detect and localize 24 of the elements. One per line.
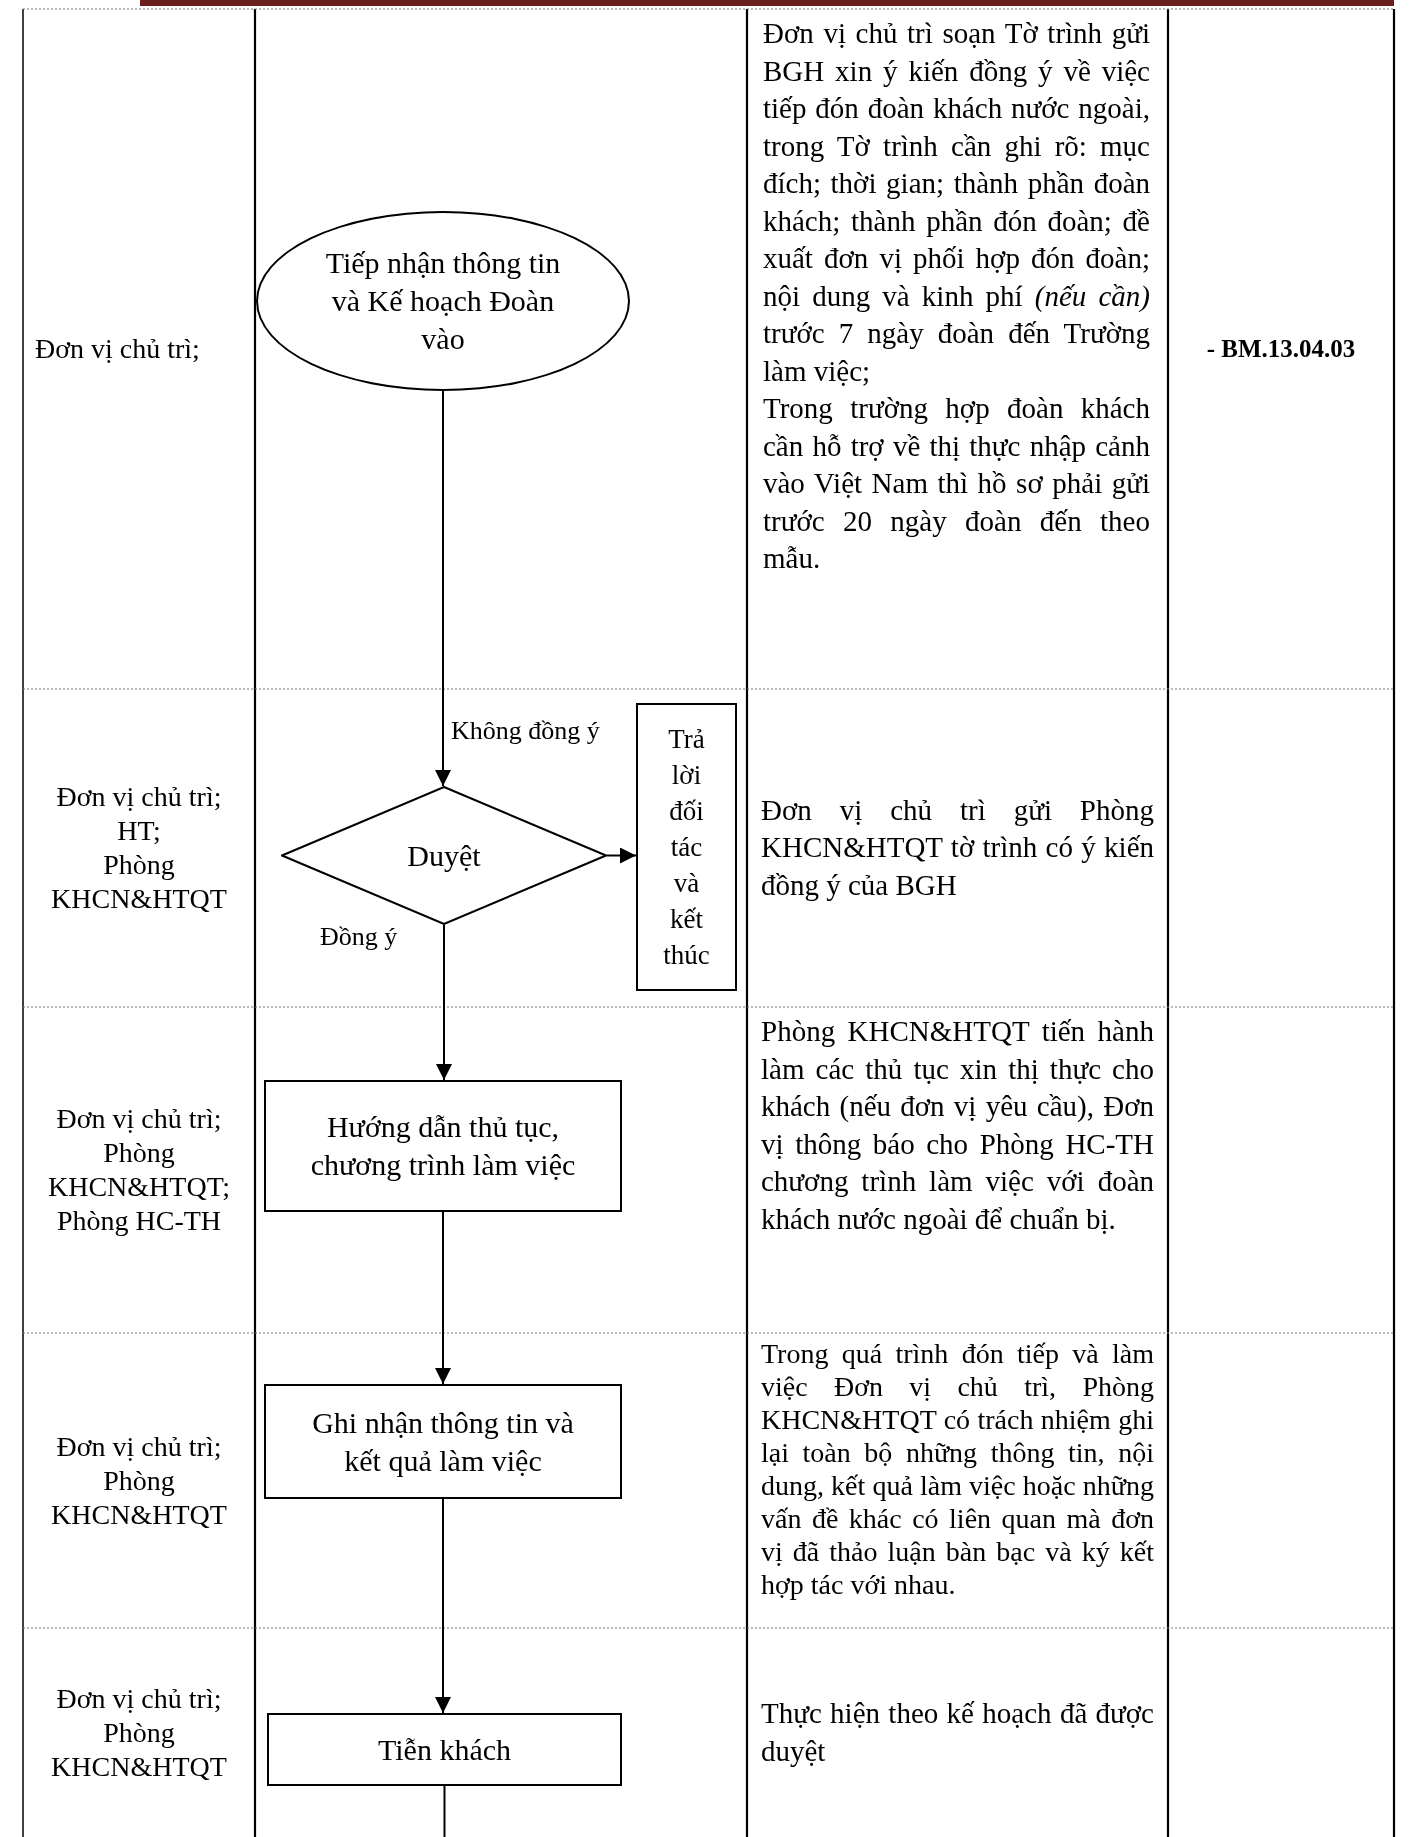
description-text: Trong quá trình đón tiếp và làm việc Đơn vị chủ trì, Phòng KHCN&HTQT có trách nhiệm ghi lại toàn bộ những thông tin, nội dung, kết quả làm việc hoặc những vấn đề khác có liên quan mà đơn vị đã thảo luận bàn bạc và ký kết hợp tác với nhau. [761, 1337, 1154, 1601]
responsible-unit-text: Đơn vị chủ trì; Phòng KHCN&HTQT; Phòng HC-TH [47, 1102, 231, 1238]
responsible-unit-text: Đơn vị chủ trì; Phòng KHCN&HTQT [50, 1429, 228, 1532]
process-box: Hướng dẫn thủ tục, chương trình làm việc [264, 1080, 622, 1212]
responsible-unit-text: Đơn vị chủ trì; [35, 332, 201, 366]
process-box: Tiễn khách [267, 1713, 622, 1786]
end-box: Trả lời đối tác và kết thúc [636, 703, 737, 991]
form-code-text: - BM.13.04.03 [1205, 334, 1357, 364]
decision-diamond: Duyệt [281, 786, 607, 925]
description-text: Thực hiện theo kế hoạch đã được duyệt [761, 1696, 1154, 1769]
arrow [435, 1498, 451, 1714]
arrow [435, 390, 451, 787]
process-box: Ghi nhận thông tin và kết quả làm việc [264, 1384, 622, 1499]
description-text: Đơn vị chủ trì gửi Phòng KHCN&HTQT tờ trình có ý kiến đồng ý của BGH [761, 792, 1154, 903]
arrow [436, 924, 452, 1081]
connector-line [443, 1785, 446, 1837]
arrow [435, 1211, 451, 1385]
description-text: Trong trường hợp đoàn khách cần hỗ trợ về thị thực nhập cảnh vào Việt Nam thì hồ sơ phải gửi trước 20 ngày đoàn đến theo mẫu. [763, 391, 1150, 576]
start-ellipse: Tiếp nhận thông tin và Kế hoạch Đoàn vào [256, 211, 630, 391]
arrow [606, 847, 637, 864]
responsible-unit-text: Đơn vị chủ trì; Phòng KHCN&HTQT [50, 1681, 228, 1784]
description-text: Đơn vị chủ trì soạn Tờ trình gửi BGH xin ý kiến đồng ý về việc tiếp đón đoàn khách nước ngoài, trong Tờ trình cần ghi rõ: mục đích; thời gian; thành phần đoàn khách; thành phần đón đoàn; đề xuất đơn vị phối hợp đón đoàn; nội dung và kinh phí (nếu cần) trước 7 ngày đoàn đến Trường làm việc; [763, 16, 1150, 389]
description-text: Phòng KHCN&HTQT tiến hành làm các thủ tục xin thị thực cho khách (nếu đơn vị yêu cầu), Đơn vị thông báo cho Phòng HC-TH chương trình làm việc với đoàn khách nước ngoài để chuẩn bị. [761, 1014, 1154, 1237]
responsible-unit-text: Đơn vị chủ trì; HT; Phòng KHCN&HTQT [50, 780, 228, 916]
